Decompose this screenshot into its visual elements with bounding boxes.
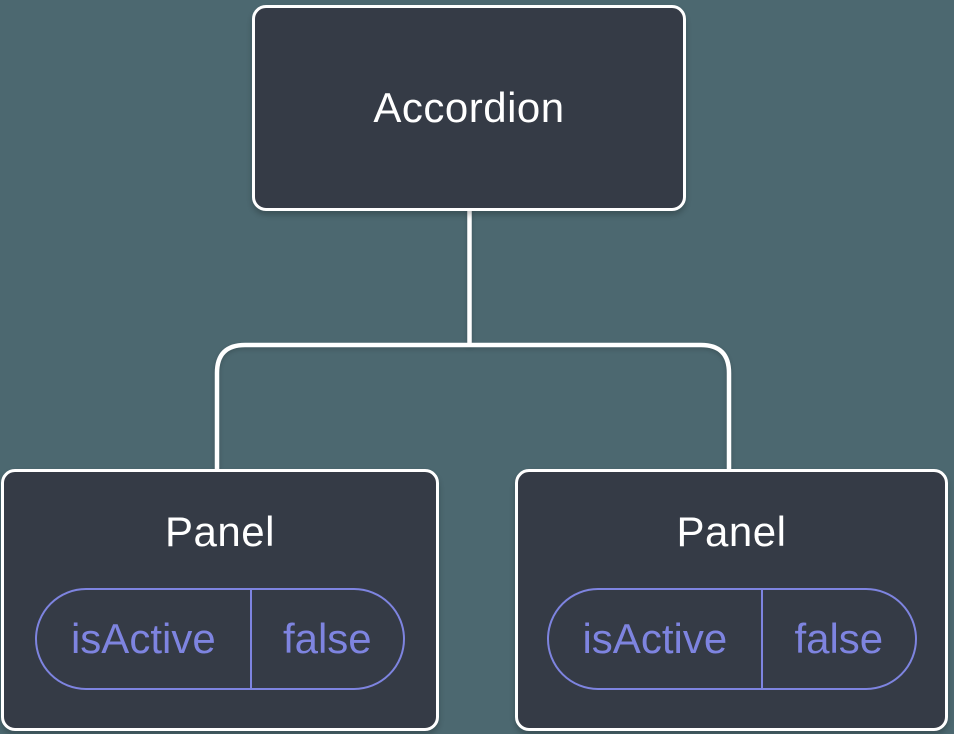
state-pill: isActive false [35, 588, 405, 690]
panel-node-label: Panel [165, 508, 275, 555]
panel-node-left: Panel isActive false [1, 469, 439, 731]
state-pill: isActive false [546, 588, 917, 690]
state-value: false [794, 615, 884, 662]
panel-node-right: Panel isActive false [515, 469, 948, 731]
connector-branch [214, 342, 732, 471]
panel-node-label: Panel [676, 508, 787, 555]
state-value: false [282, 615, 372, 662]
accordion-node-label: Accordion [373, 84, 565, 131]
accordion-node: Accordion [252, 5, 686, 211]
state-key: isActive [549, 590, 764, 688]
state-key: isActive [37, 590, 252, 688]
